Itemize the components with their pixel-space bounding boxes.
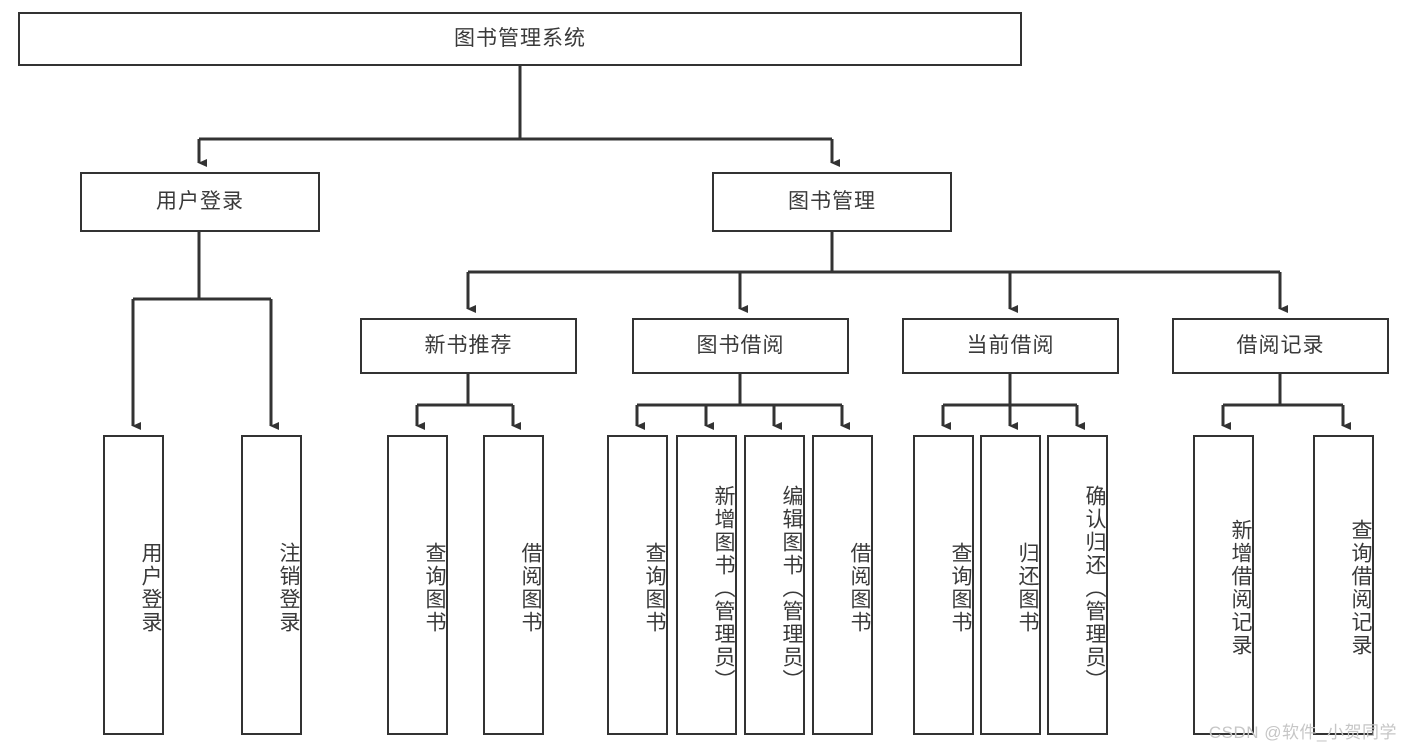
leaf-label: 确认归还（管理员） — [1083, 484, 1106, 692]
leaf-label: 编辑图书（管理员） — [780, 484, 803, 692]
node-book-borrow[interactable]: 图书借阅 — [632, 318, 849, 374]
leaf-borrow-query-book[interactable]: 查询图书 — [607, 435, 668, 735]
leaf-label: 用户登录 — [139, 542, 162, 634]
leaf-label: 查询图书 — [643, 542, 666, 634]
node-book-management[interactable]: 图书管理 — [712, 172, 952, 232]
node-new-book-recommend[interactable]: 新书推荐 — [360, 318, 577, 374]
leaf-borrow-edit-book[interactable]: 编辑图书（管理员） — [744, 435, 805, 735]
leaf-label: 归还图书 — [1016, 542, 1039, 634]
leaf-current-confirm-return[interactable]: 确认归还（管理员） — [1047, 435, 1108, 735]
leaf-current-return-book[interactable]: 归还图书 — [980, 435, 1041, 735]
leaf-label: 查询图书 — [423, 542, 446, 634]
leaf-borrow-add-book[interactable]: 新增图书（管理员） — [676, 435, 737, 735]
node-current-borrow[interactable]: 当前借阅 — [902, 318, 1119, 374]
node-borrow-record[interactable]: 借阅记录 — [1172, 318, 1389, 374]
leaf-label: 新增借阅记录 — [1229, 519, 1252, 657]
node-user-login-label: 用户登录 — [156, 190, 244, 214]
node-user-login[interactable]: 用户登录 — [80, 172, 320, 232]
leaf-label: 查询借阅记录 — [1349, 519, 1372, 657]
leaf-label: 查询图书 — [949, 542, 972, 634]
node-new-book-recommend-label: 新书推荐 — [424, 334, 513, 358]
leaf-new-book-borrow[interactable]: 借阅图书 — [483, 435, 544, 735]
leaf-label: 借阅图书 — [848, 542, 871, 634]
leaf-record-add[interactable]: 新增借阅记录 — [1193, 435, 1254, 735]
leaf-borrow-borrow-book[interactable]: 借阅图书 — [812, 435, 873, 735]
node-book-borrow-label: 图书借阅 — [696, 334, 785, 358]
leaf-label: 新增图书（管理员） — [712, 484, 735, 692]
leaf-user-login-signin[interactable]: 用户登录 — [103, 435, 164, 735]
node-current-borrow-label: 当前借阅 — [966, 334, 1055, 358]
leaf-new-book-query[interactable]: 查询图书 — [387, 435, 448, 735]
node-root[interactable]: 图书管理系统 — [18, 12, 1022, 66]
node-root-label: 图书管理系统 — [454, 27, 586, 51]
leaf-label: 注销登录 — [277, 542, 300, 634]
node-book-management-label: 图书管理 — [788, 190, 876, 214]
node-borrow-record-label: 借阅记录 — [1236, 334, 1325, 358]
leaf-label: 借阅图书 — [519, 542, 542, 634]
leaf-current-query-book[interactable]: 查询图书 — [913, 435, 974, 735]
leaf-record-query[interactable]: 查询借阅记录 — [1313, 435, 1374, 735]
leaf-user-login-signout[interactable]: 注销登录 — [241, 435, 302, 735]
watermark: CSDN @软件_小贺同学 — [1208, 723, 1397, 742]
